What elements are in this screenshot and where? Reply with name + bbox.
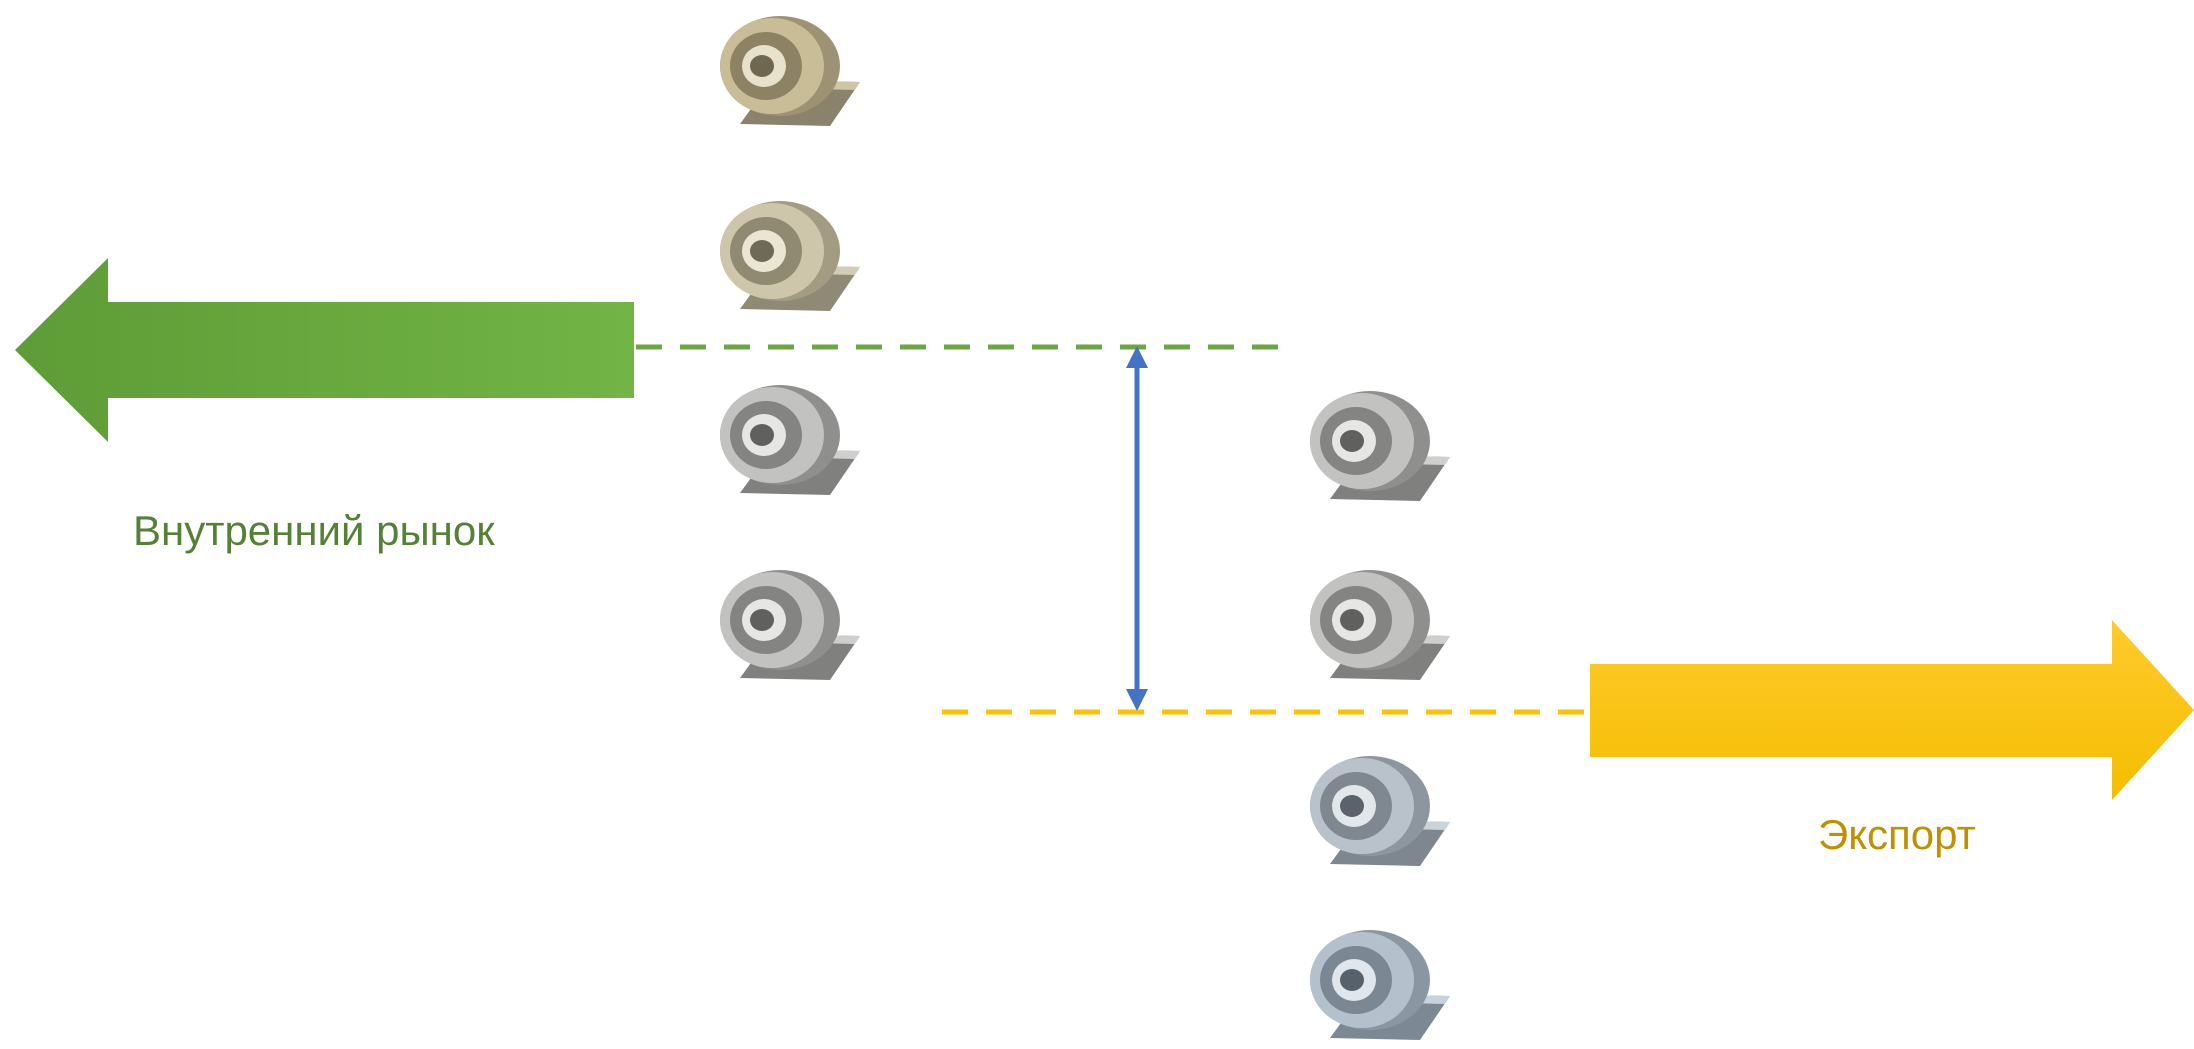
export-arrow (1590, 620, 2194, 800)
steel-coil-icon (710, 8, 860, 134)
steel-coil-icon (710, 562, 860, 688)
steel-coil-icon (710, 193, 860, 319)
steel-coil-icon (1300, 562, 1450, 688)
export-label: Экспорт (1818, 811, 1976, 858)
steel-coil-icon (1300, 922, 1450, 1048)
steel-coil-icon (1300, 748, 1450, 874)
price-gap-arrow (1126, 346, 1148, 711)
domestic-market-arrow (15, 258, 634, 442)
domestic-market-label: Внутренний рынок (133, 507, 495, 554)
steel-coil-icon (1300, 383, 1450, 509)
steel-coil-icon (710, 377, 860, 503)
